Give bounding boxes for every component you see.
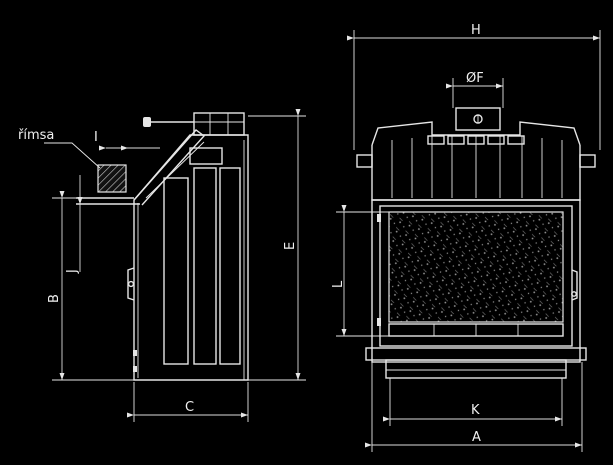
label-L: L	[331, 280, 346, 288]
side-baffle	[189, 147, 223, 165]
label-A: A	[472, 430, 481, 445]
label-C: C	[185, 400, 194, 415]
label-I: I	[94, 130, 98, 145]
label-rimsa: římsa	[18, 128, 54, 143]
mantel-block	[97, 164, 127, 193]
label-F: ØF	[466, 71, 484, 86]
door-frame	[379, 205, 573, 347]
front-body	[371, 199, 581, 363]
hood-ribs	[391, 136, 563, 198]
rimsa-leader	[44, 142, 101, 169]
right-lug	[579, 154, 596, 168]
side-hood	[133, 129, 206, 206]
front-hood-top	[371, 121, 581, 146]
side-flue-collar	[193, 112, 245, 136]
side-panel-2	[193, 167, 217, 365]
label-J: J	[65, 269, 80, 274]
front-view: H ØF	[331, 23, 601, 452]
front-plinth	[385, 359, 567, 379]
side-view: římsa I J B E C	[18, 109, 306, 422]
door-handle	[571, 269, 578, 301]
side-panel-1	[163, 177, 189, 365]
front-flue-collar	[455, 107, 501, 131]
label-K: K	[471, 403, 480, 418]
side-body-outline	[133, 134, 249, 381]
left-lug	[356, 154, 373, 168]
label-B: B	[47, 294, 62, 303]
label-H: H	[471, 23, 481, 38]
front-base	[365, 347, 587, 361]
side-panel-3	[219, 167, 241, 365]
label-E: E	[283, 242, 298, 250]
door-glass	[388, 211, 564, 323]
